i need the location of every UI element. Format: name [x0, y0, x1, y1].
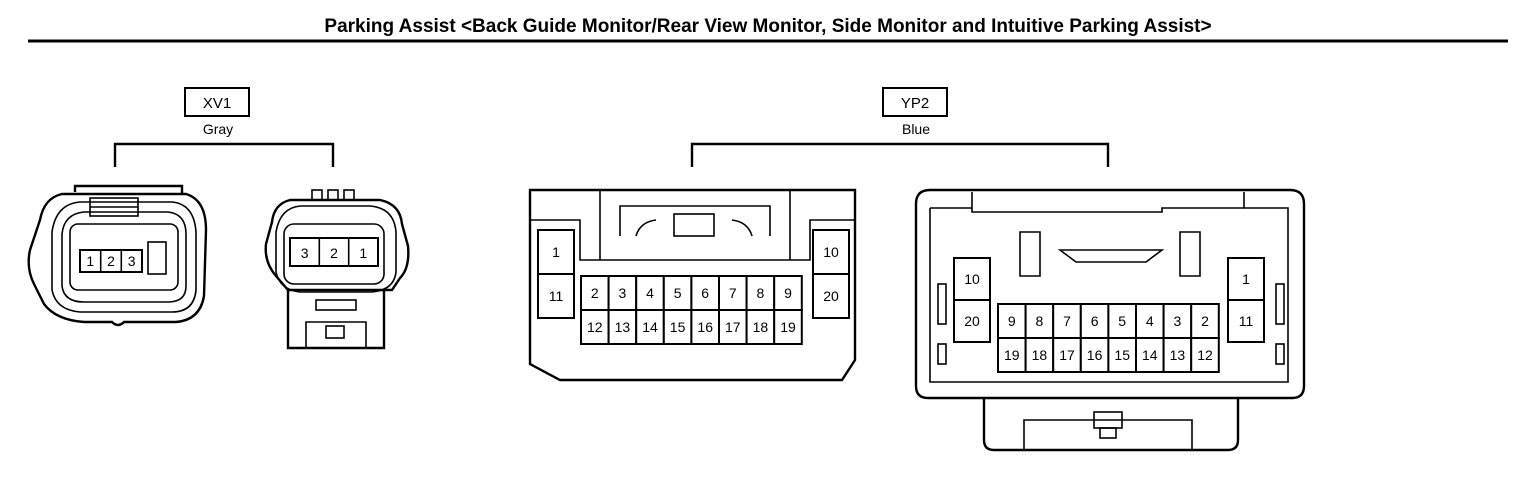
pin-label: 14 — [642, 319, 658, 335]
pin-label: 7 — [729, 285, 737, 301]
pin-cell — [953, 299, 991, 343]
pin-label: 11 — [549, 288, 564, 304]
pin-label: 10 — [823, 244, 839, 260]
pin-label: 9 — [1008, 313, 1016, 329]
pin-cell — [1135, 337, 1165, 373]
pin-cell — [635, 309, 665, 345]
pin-cell — [1227, 299, 1265, 343]
connector-code-box — [882, 87, 948, 117]
pin-cell — [690, 309, 721, 345]
pin-cell — [773, 309, 803, 345]
connector-bracket — [113, 142, 335, 167]
connector-code-box — [184, 87, 250, 117]
pin-cell — [812, 273, 850, 319]
pin-label: 9 — [784, 285, 792, 301]
pin-label: 2 — [330, 245, 338, 261]
pin-label: 1 — [359, 245, 367, 261]
pin-label: 15 — [1114, 347, 1130, 363]
connector-code: YP2 — [901, 95, 929, 112]
pin-label: 1 — [86, 253, 94, 269]
pin-label: 2 — [1201, 313, 1209, 329]
pin-label: 8 — [1036, 313, 1044, 329]
pin-label: 4 — [646, 285, 654, 301]
yp2-view-right: 10 1 20 11 9 19 8 18 7 17 6 16 5 15 4 14 3 13 2 12 — [914, 188, 1306, 452]
pin-label: 20 — [964, 313, 980, 329]
connector-xv1: XV1 Gray 1 2 3 — [27, 87, 410, 350]
yp2-view-left: 1 10 11 20 2 12 3 13 4 14 5 15 6 16 7 17 8 18 9 19 — [528, 188, 857, 382]
connector-code: XV1 — [203, 95, 231, 112]
pin-label: 1 — [1242, 271, 1250, 287]
pin-label: 5 — [674, 285, 682, 301]
pin-cell — [953, 257, 991, 301]
pin-label: 12 — [1197, 347, 1213, 363]
connector-bracket — [690, 142, 1110, 167]
pin-label: 5 — [1118, 313, 1126, 329]
pin-label: 14 — [1142, 347, 1158, 363]
xv1-view-right: 3 2 1 — [264, 189, 410, 350]
pin-label: 4 — [1146, 313, 1154, 329]
pin-label: 18 — [1032, 347, 1048, 363]
pin-label: 13 — [615, 319, 631, 335]
pin-cell — [537, 273, 575, 319]
pin-label: 2 — [591, 285, 599, 301]
pin-label: 3 — [1174, 313, 1182, 329]
pin-label: 18 — [753, 319, 769, 335]
pin-label: 3 — [619, 285, 627, 301]
pin-label: 3 — [301, 245, 309, 261]
pin-cell — [662, 275, 693, 311]
pin-label: 2 — [107, 253, 115, 269]
pin-label: 6 — [701, 285, 709, 301]
pin-cell — [1190, 337, 1220, 373]
pin-cell — [1162, 337, 1193, 373]
xv1-view-left: 1 2 3 — [27, 184, 208, 327]
pin-label: 19 — [780, 319, 796, 335]
pin-cell — [812, 229, 850, 275]
pin-label: 7 — [1063, 313, 1071, 329]
pin-label: 3 — [128, 253, 136, 269]
pin-label: 20 — [823, 288, 839, 304]
pin-label: 8 — [757, 285, 765, 301]
pin-label: 11 — [1239, 313, 1254, 329]
pin-label: 17 — [1059, 347, 1075, 363]
pin-label: 16 — [697, 319, 713, 335]
pin-cell — [745, 275, 776, 311]
pin-label: 16 — [1087, 347, 1103, 363]
pin-label: 1 — [552, 244, 560, 260]
pin-cell — [1107, 303, 1138, 339]
pin-label: 10 — [964, 271, 980, 287]
pin-label: 6 — [1091, 313, 1099, 329]
connector-color: Gray — [203, 121, 233, 137]
pin-cell — [690, 275, 721, 311]
pin-cell — [1190, 303, 1220, 339]
pin-label: 17 — [725, 319, 741, 335]
pin-label: 15 — [670, 319, 686, 335]
connector-color: Blue — [902, 121, 930, 137]
pin-label: 12 — [587, 319, 603, 335]
pin-label: 13 — [1170, 347, 1186, 363]
pin-label: 19 — [1004, 347, 1020, 363]
page-title: Parking Assist <Back Guide Monitor/Rear … — [324, 16, 1211, 37]
pin-cell — [580, 309, 610, 345]
